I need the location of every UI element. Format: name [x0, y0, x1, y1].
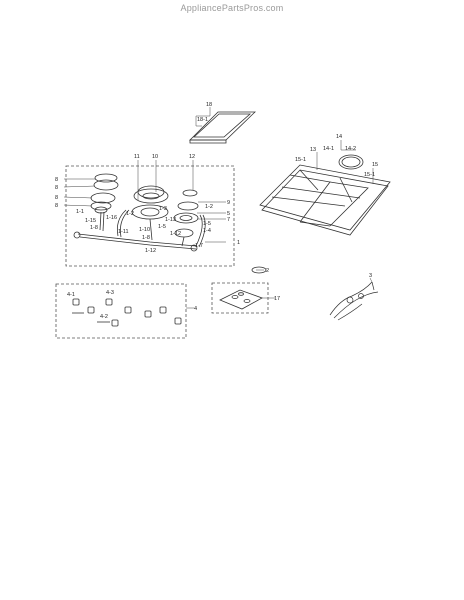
callout-12: 12	[189, 154, 195, 160]
control-knobs-part[interactable]	[72, 298, 182, 327]
callout-1-15: 1-15	[85, 218, 96, 224]
callout-1-5b: 1-5	[203, 221, 211, 227]
callout-8b: 8	[55, 185, 58, 191]
callout-2: 2	[266, 268, 269, 274]
callout-3: 3	[369, 273, 372, 279]
callout-1-11: 1-11	[118, 229, 129, 235]
callout-1-2a: 1-2	[126, 211, 134, 217]
callout-4-1: 4-1	[67, 292, 75, 298]
callout-14-2: 14-2	[345, 146, 356, 152]
callout-1-13: 1-13	[165, 217, 176, 223]
callout-14: 14	[336, 134, 342, 140]
griddle-part[interactable]	[189, 111, 256, 144]
callout-15-1a: 15-1	[295, 157, 306, 163]
burner-center[interactable]	[131, 185, 169, 220]
callout-10: 10	[152, 154, 158, 160]
callout-labels: 18 18-1 11 10 12 13 14 14-1 14-2 15 15-1…	[55, 102, 378, 320]
callout-5: 5	[227, 211, 230, 217]
callout-4: 4	[194, 306, 197, 312]
burner-cap-part[interactable]	[251, 266, 267, 274]
callout-1-3: 1-3	[159, 206, 167, 212]
callout-1-10: 1-10	[139, 227, 150, 233]
callout-18: 18	[206, 102, 212, 108]
wire-harness-part[interactable]	[329, 281, 379, 321]
callout-1-12a: 1-12	[170, 231, 181, 237]
site-watermark: AppliancePartsPros.com	[180, 3, 284, 13]
callout-1-4: 1-4	[203, 228, 211, 234]
callout-4-2: 4-2	[100, 314, 108, 320]
callout-9: 9	[227, 200, 230, 206]
callout-1-16: 1-16	[106, 215, 117, 221]
knobs-frame	[55, 283, 187, 339]
burner-left[interactable]	[90, 173, 119, 214]
callout-1-1: 1-1	[76, 209, 84, 215]
burner-assembly-frame	[65, 165, 235, 267]
callout-1-7: 1-7	[195, 243, 203, 249]
callout-17: 17	[274, 296, 280, 302]
callout-1-5a: 1-5	[158, 224, 166, 230]
callout-13: 13	[310, 147, 316, 153]
callout-1-2b: 1-2	[205, 204, 213, 210]
callout-8a: 8	[55, 177, 58, 183]
callout-15-1b: 15-1	[364, 172, 375, 178]
callout-8c: 8	[55, 195, 58, 201]
callout-1-12b: 1-12	[145, 248, 156, 254]
grates-part[interactable]	[259, 164, 391, 236]
callout-11: 11	[134, 154, 140, 160]
panel-part[interactable]	[219, 289, 263, 310]
callout-14-1: 14-1	[323, 146, 334, 152]
wok-ring-part[interactable]	[338, 154, 364, 170]
callout-8d: 8	[55, 203, 58, 209]
callout-18-1: 18-1	[197, 117, 208, 123]
callout-15: 15	[372, 162, 378, 168]
gas-tubing-manifold[interactable]	[73, 209, 206, 252]
callout-4-3: 4-3	[106, 290, 114, 296]
callout-1: 1	[237, 240, 240, 246]
callout-1-8a: 1-8	[90, 225, 98, 231]
callout-1-8b: 1-8	[142, 235, 150, 241]
callout-7: 7	[227, 217, 230, 223]
leader-lines	[63, 107, 374, 309]
burner-right[interactable]	[173, 189, 199, 238]
